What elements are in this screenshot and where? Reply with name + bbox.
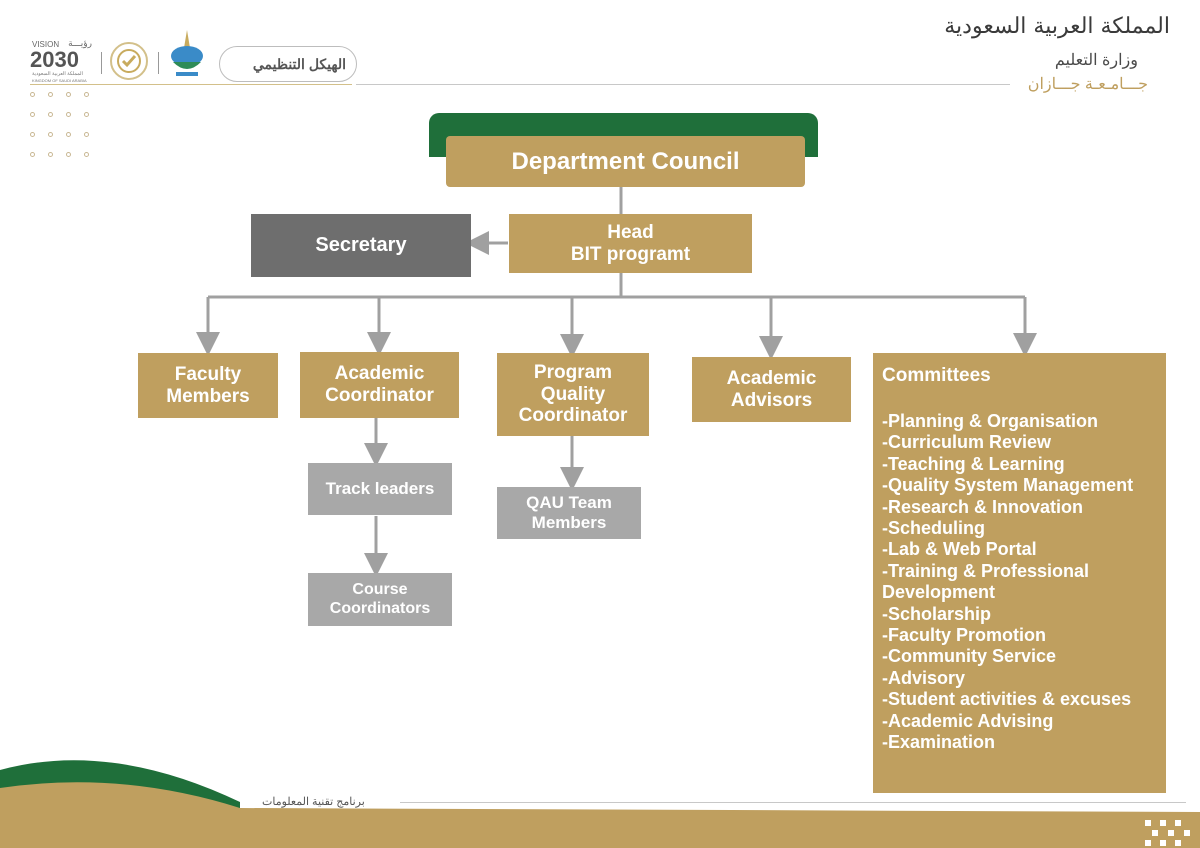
committee-item: -Student activities & excuses xyxy=(882,689,1132,710)
vision-year: 2030 xyxy=(30,47,79,72)
committee-item: -Teaching & Learning xyxy=(882,453,1065,474)
department-council-box: Department Council xyxy=(446,136,805,187)
faculty-members-box: Faculty Members xyxy=(138,353,278,418)
university-name: جـــامـعـة جـــازان xyxy=(1027,76,1148,93)
vision-subtitle-en: KINGDOM OF SAUDI ARABIA xyxy=(32,78,87,83)
committee-item: -Examination xyxy=(882,732,996,753)
committee-item: -Planning & Organisation xyxy=(882,411,1099,431)
committees-box: Committees -Planning & Organisation -Cur… xyxy=(873,353,1166,793)
ministry-script-logo: المملكة العربية السعودية xyxy=(944,14,1170,39)
committee-item: -Lab & Web Portal xyxy=(882,539,1037,560)
head-program: BIT programt xyxy=(570,243,691,265)
section-title-pill: الهيكل التنظيمي xyxy=(219,46,357,82)
committee-item: -Community Service xyxy=(882,646,1057,667)
header-rule-right xyxy=(356,84,1010,85)
academic-advisors-box: Academic Advisors xyxy=(692,357,851,422)
committee-item: -Curriculum Review xyxy=(882,432,1052,453)
vision-label: VISION xyxy=(32,40,60,49)
vision-2030-logo: VISION رؤيـــة 2030 المملكة العربية السع… xyxy=(30,38,96,86)
header-rule-left xyxy=(30,84,352,85)
qau-team-members-box: QAU Team Members xyxy=(497,487,641,539)
head-box: Head BIT programt xyxy=(509,214,752,273)
vision-arabic: رؤيـــة xyxy=(68,38,92,48)
committees-title: Committees xyxy=(882,365,991,386)
committee-item: -Research & Innovation xyxy=(882,496,1084,517)
academic-coordinator-box: Academic Coordinator xyxy=(300,352,459,418)
accreditation-seal-icon xyxy=(110,42,148,80)
ministry-name: وزارة التعليم xyxy=(1054,52,1138,69)
divider xyxy=(101,52,102,74)
committee-item: -Academic Advising xyxy=(882,710,1054,731)
committee-item: -Scheduling xyxy=(882,518,985,539)
secretary-box: Secretary xyxy=(251,214,471,277)
committee-item: -Scholarship xyxy=(882,603,992,624)
divider xyxy=(158,52,159,74)
committee-item: -Training & Professional Development xyxy=(882,560,1090,603)
section-title: الهيكل التنظيمي xyxy=(252,56,346,72)
track-leaders-box: Track leaders xyxy=(308,463,452,515)
vision-subtitle-ar: المملكة العربية السعودية xyxy=(32,71,83,77)
committee-item: -Quality System Management xyxy=(882,475,1134,496)
committee-item: -Advisory xyxy=(882,667,966,688)
course-coordinators-box: Course Coordinators xyxy=(308,573,452,626)
committee-item: -Faculty Promotion xyxy=(882,625,1047,646)
footer-program-name: برنامج تقنية المعلومات xyxy=(262,796,365,808)
program-quality-coordinator-box: Program Quality Coordinator xyxy=(497,353,649,436)
head-title: Head xyxy=(607,221,654,243)
footer-wave xyxy=(0,760,1200,848)
footer-rule xyxy=(400,802,1186,803)
jazan-university-logo xyxy=(166,28,208,82)
